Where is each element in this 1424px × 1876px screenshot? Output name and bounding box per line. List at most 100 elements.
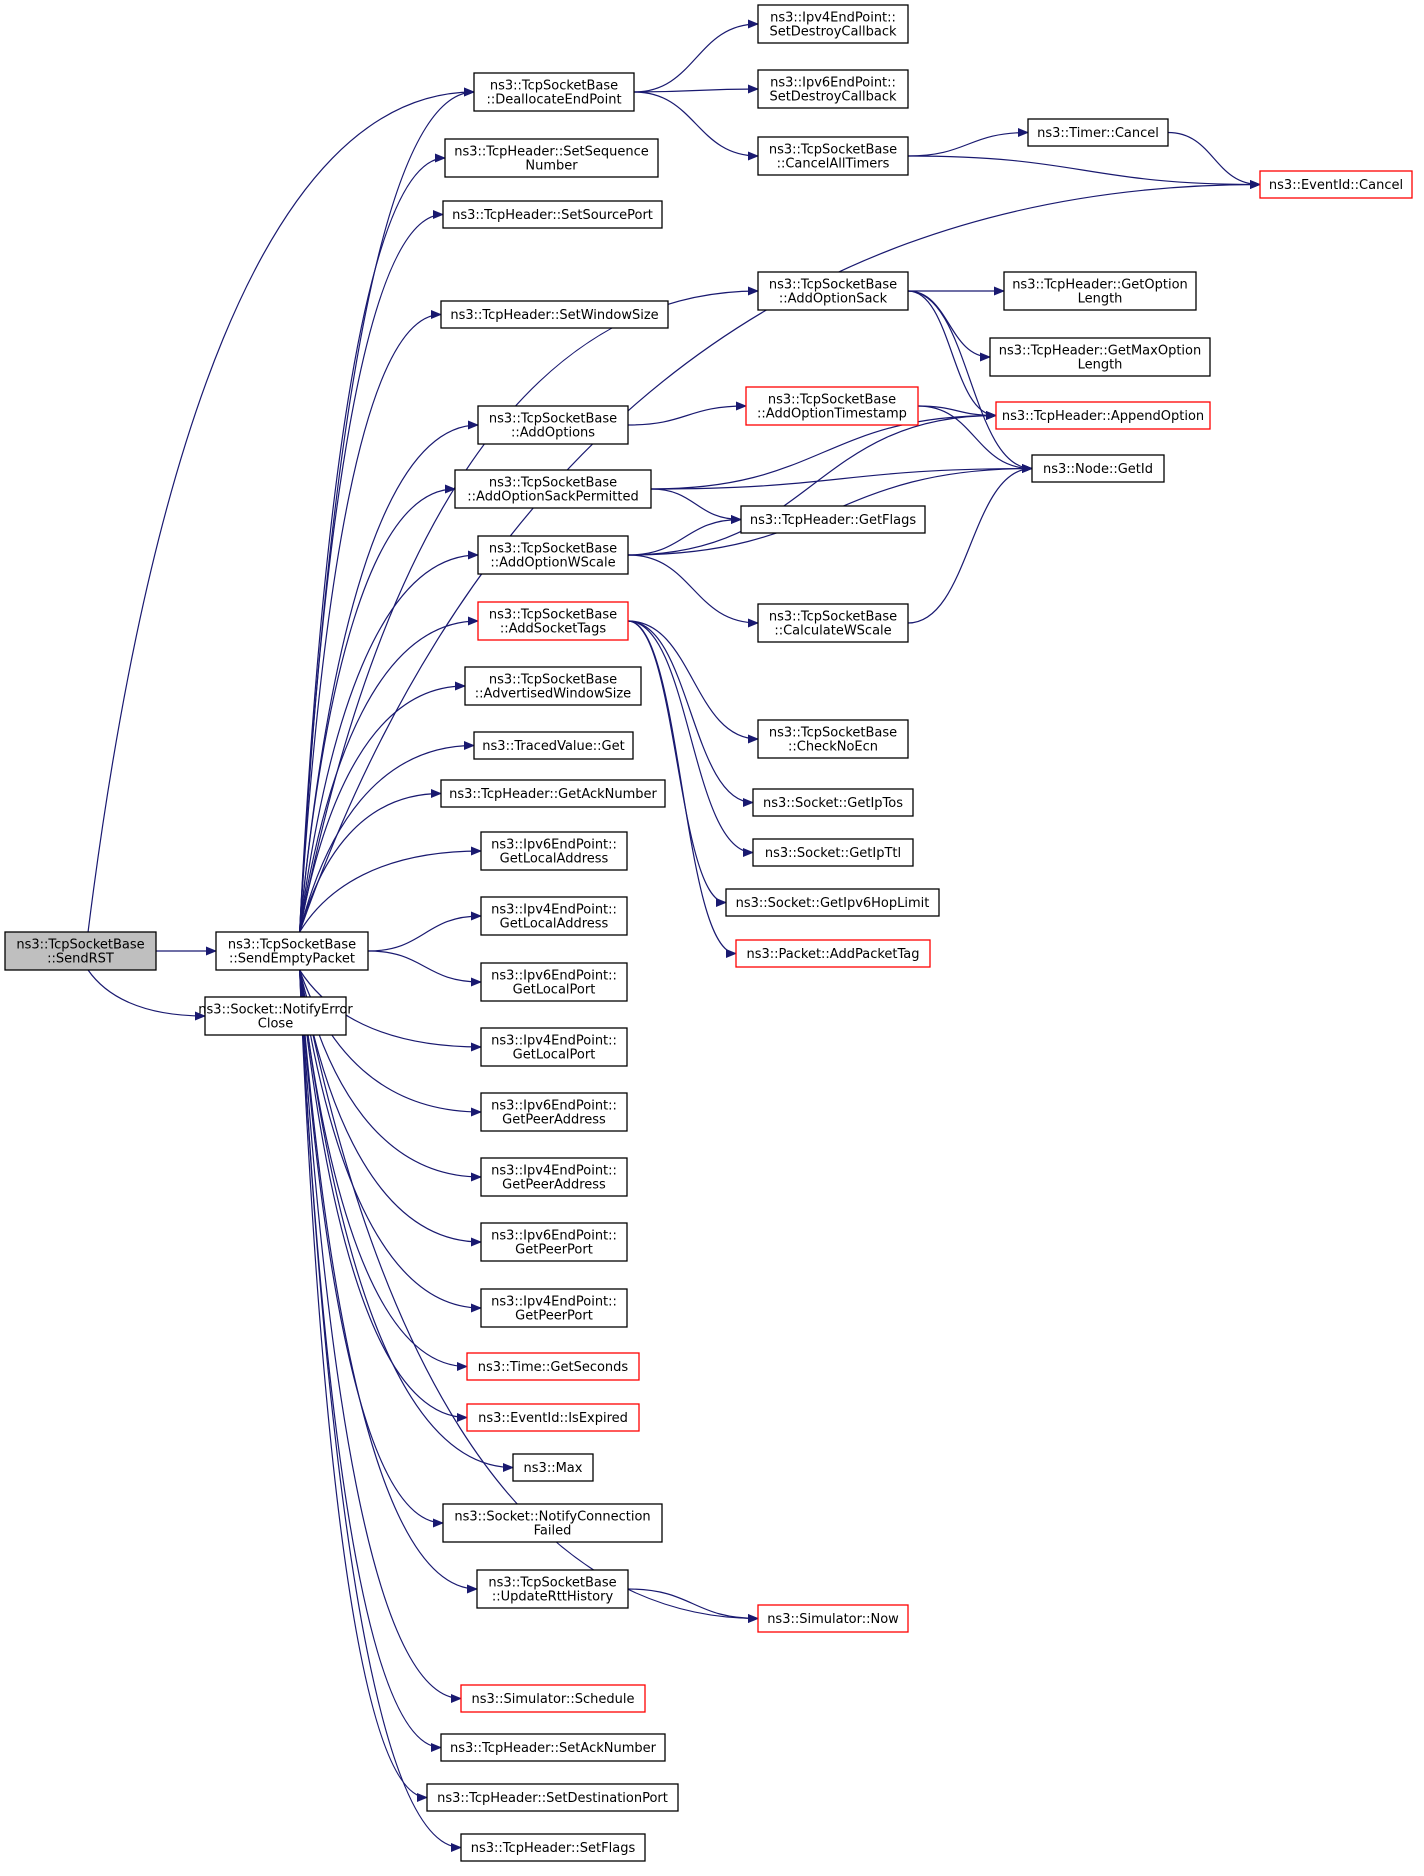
node-box: [442, 1503, 663, 1543]
edge-send-rst-to-notify-error-close: [87, 969, 206, 1021]
node-label-line: ::DeallocateEndPoint: [486, 93, 621, 108]
node-box: [752, 838, 914, 867]
node-box: [1259, 170, 1413, 199]
node-box: [989, 337, 1211, 377]
node-time-get-seconds[interactable]: ns3::Time::GetSeconds: [466, 1352, 640, 1381]
node-check-no-ecn[interactable]: ns3::TcpSocketBase::CheckNoEcn: [757, 719, 909, 759]
node-simulator-schedule[interactable]: ns3::Simulator::Schedule: [460, 1684, 646, 1713]
node-add-options[interactable]: ns3::TcpSocketBase::AddOptions: [477, 405, 629, 445]
node-event-cancel[interactable]: ns3::EventId::Cancel: [1259, 170, 1413, 199]
node-ipv4-get-peer-address[interactable]: ns3::Ipv4EndPoint::GetPeerAddress: [480, 1157, 628, 1197]
node-ipv4-get-local-port[interactable]: ns3::Ipv4EndPoint::GetLocalPort: [480, 1027, 628, 1067]
edge-send-empty-packet-to-set-sequence-number: [299, 153, 446, 933]
node-label-line: ns3::Socket::GetIpTos: [763, 796, 903, 811]
node-label-line: ::AddSocketTags: [500, 622, 606, 637]
node-get-ip-ttl[interactable]: ns3::Socket::GetIpTtl: [752, 838, 914, 867]
edge-send-empty-packet-to-simulator-schedule: [299, 969, 462, 1703]
node-set-flags[interactable]: ns3::TcpHeader::SetFlags: [460, 1833, 646, 1862]
node-box: [215, 931, 369, 971]
node-label-line: ns3::Socket::NotifyConnection: [454, 1510, 650, 1525]
node-max[interactable]: ns3::Max: [512, 1453, 594, 1482]
node-add-option-sack-permitted[interactable]: ns3::TcpSocketBase::AddOptionSackPermitt…: [454, 469, 652, 509]
edge-add-option-wscale-to-calculate-wscale: [627, 554, 759, 628]
node-label-line: GetLocalPort: [513, 983, 596, 998]
node-label-line: ::CancelAllTimers: [777, 157, 890, 172]
node-ipv4-set-destroy-callback[interactable]: ns3::Ipv4EndPoint::SetDestroyCallback: [757, 4, 909, 44]
node-box: [440, 779, 666, 808]
node-event-is-expired[interactable]: ns3::EventId::IsExpired: [466, 1403, 640, 1432]
node-traced-value-get[interactable]: ns3::TracedValue::Get: [473, 731, 634, 760]
node-calculate-wscale[interactable]: ns3::TcpSocketBase::CalculateWScale: [757, 603, 909, 643]
node-box: [460, 1684, 646, 1713]
node-set-ack-number[interactable]: ns3::TcpHeader::SetAckNumber: [440, 1733, 666, 1762]
node-add-option-wscale[interactable]: ns3::TcpSocketBase::AddOptionWScale: [477, 535, 629, 575]
node-label-line: GetPeerAddress: [502, 1113, 606, 1128]
node-send-rst[interactable]: ns3::TcpSocketBase::SendRST: [4, 931, 157, 971]
node-box: [480, 1092, 628, 1132]
edge-send-empty-packet-to-ipv4-get-peer-port: [299, 969, 482, 1313]
node-label-line: ns3::TcpHeader::GetOption: [1012, 278, 1188, 293]
node-append-option[interactable]: ns3::TcpHeader::AppendOption: [995, 401, 1211, 430]
node-simulator-now[interactable]: ns3::Simulator::Now: [757, 1604, 909, 1633]
node-ipv6-get-peer-address[interactable]: ns3::Ipv6EndPoint::GetPeerAddress: [480, 1092, 628, 1132]
edge-send-empty-packet-to-add-socket-tags: [299, 616, 479, 933]
node-box: [512, 1453, 594, 1482]
node-update-rtt-history[interactable]: ns3::TcpSocketBase::UpdateRttHistory: [476, 1569, 629, 1609]
node-label-line: ns3::Ipv4EndPoint::: [770, 11, 896, 26]
node-label-line: ns3::TcpHeader::SetDestinationPort: [437, 1791, 668, 1806]
node-label-line: ::SendEmptyPacket: [229, 952, 355, 967]
node-add-option-sack[interactable]: ns3::TcpSocketBase::AddOptionSack: [757, 271, 909, 311]
edge-add-option-timestamp-to-node-get-id: [917, 405, 1033, 473]
node-label-line: ns3::Node::GetId: [1043, 462, 1153, 477]
node-box: [480, 962, 628, 1002]
edge-send-empty-packet-to-event-is-expired: [299, 969, 468, 1422]
node-label-line: ns3::Simulator::Now: [767, 1612, 899, 1627]
node-send-empty-packet[interactable]: ns3::TcpSocketBase::SendEmptyPacket: [215, 931, 369, 971]
node-box: [204, 996, 347, 1036]
edge-send-rst-to-deallocate-end-point: [87, 87, 475, 933]
node-label-line: ns3::TcpSocketBase: [489, 476, 617, 491]
node-label-line: ns3::Packet::AddPacketTag: [746, 947, 919, 962]
node-box: [757, 136, 909, 176]
node-label-line: ns3::TcpSocketBase: [489, 608, 617, 623]
node-get-ipv6-hop-limit[interactable]: ns3::Socket::GetIpv6HopLimit: [725, 888, 940, 917]
node-advertised-window-size[interactable]: ns3::TcpSocketBase::AdvertisedWindowSize: [464, 666, 642, 706]
node-ipv6-set-destroy-callback[interactable]: ns3::Ipv6EndPoint::SetDestroyCallback: [757, 69, 909, 109]
node-node-get-id[interactable]: ns3::Node::GetId: [1031, 454, 1165, 483]
node-label-line: SetDestroyCallback: [769, 25, 897, 40]
node-get-ip-tos[interactable]: ns3::Socket::GetIpTos: [752, 788, 914, 817]
node-ipv6-get-local-port[interactable]: ns3::Ipv6EndPoint::GetLocalPort: [480, 962, 628, 1002]
node-label-line: Length: [1078, 358, 1123, 373]
node-box: [477, 405, 629, 445]
node-set-destination-port[interactable]: ns3::TcpHeader::SetDestinationPort: [426, 1783, 679, 1812]
node-add-socket-tags[interactable]: ns3::TcpSocketBase::AddSocketTags: [477, 601, 629, 641]
node-set-window-size[interactable]: ns3::TcpHeader::SetWindowSize: [440, 300, 669, 329]
node-ipv6-get-local-address[interactable]: ns3::Ipv6EndPoint::GetLocalAddress: [480, 831, 628, 871]
node-get-ack-number[interactable]: ns3::TcpHeader::GetAckNumber: [440, 779, 666, 808]
node-label-line: ns3::Ipv4EndPoint::: [491, 1034, 617, 1049]
node-add-option-timestamp[interactable]: ns3::TcpSocketBase::AddOptionTimestamp: [745, 386, 919, 426]
node-cancel-all-timers[interactable]: ns3::TcpSocketBase::CancelAllTimers: [757, 136, 909, 176]
node-label-line: ns3::TcpHeader::GetMaxOption: [999, 344, 1201, 359]
node-label-line: GetLocalAddress: [500, 917, 609, 932]
edge-add-options-to-add-option-timestamp: [627, 401, 747, 426]
node-timer-cancel[interactable]: ns3::Timer::Cancel: [1027, 118, 1169, 147]
node-label-line: ns3::TcpSocketBase: [769, 726, 897, 741]
node-box: [480, 1157, 628, 1197]
node-set-source-port[interactable]: ns3::TcpHeader::SetSourcePort: [442, 200, 663, 229]
node-box: [4, 931, 157, 971]
node-box: [466, 1352, 640, 1381]
node-add-packet-tag[interactable]: ns3::Packet::AddPacketTag: [735, 939, 931, 968]
node-box: [1031, 454, 1165, 483]
node-deallocate-end-point[interactable]: ns3::TcpSocketBase::DeallocateEndPoint: [473, 72, 635, 112]
node-ipv4-get-local-address[interactable]: ns3::Ipv4EndPoint::GetLocalAddress: [480, 896, 628, 936]
node-ipv4-get-peer-port[interactable]: ns3::Ipv4EndPoint::GetPeerPort: [480, 1288, 628, 1328]
node-get-flags[interactable]: ns3::TcpHeader::GetFlags: [740, 505, 926, 534]
node-ipv6-get-peer-port[interactable]: ns3::Ipv6EndPoint::GetPeerPort: [480, 1222, 628, 1262]
node-label-line: ns3::TcpSocketBase: [228, 938, 356, 953]
